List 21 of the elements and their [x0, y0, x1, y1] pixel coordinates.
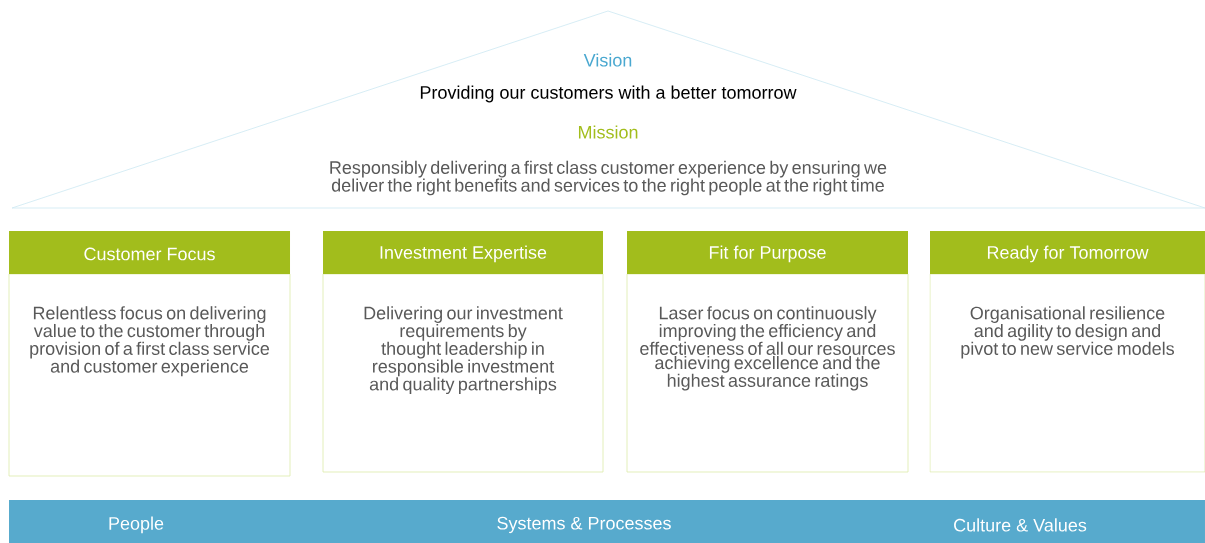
pillar-text: Relentless focus on delivering value to the customer through provision of a first class service and customer experience	[30, 306, 270, 377]
band-label: Culture & Values	[954, 518, 1087, 532]
band-label: People	[109, 516, 164, 534]
band-label: Systems & Processes	[497, 516, 671, 534]
heading: Mission	[578, 125, 638, 139]
pillar-box	[8, 231, 291, 477]
pillar-text: Organisational resilience and agility to design and pivot to new service models	[961, 306, 1174, 359]
heading: Vision	[583, 53, 632, 67]
roof-triangle	[11, 10, 1205, 209]
pillar-heading: Fit for Purpose	[709, 245, 826, 263]
pillar-heading: Ready for Tomorrow	[987, 245, 1149, 263]
pillar-text: Laser focus on continuously improving the efficiency and effectiveness of all our resources achieving excellence and the highest assurance ratings	[640, 306, 895, 391]
pillar-box	[322, 231, 604, 473]
pillar-text: Delivering our investment requirements by thought leadership in responsible investment and quality partnerships	[364, 306, 563, 395]
foundation-band	[9, 500, 1205, 543]
pillar-heading: Customer Focus	[84, 247, 215, 261]
statement: Responsibly delivering a first class customer experience by ensuring we deliver the right benefits and services to the right people at the right time	[330, 160, 887, 196]
pillar-box	[929, 231, 1205, 473]
pillar-heading: Investment Expertise	[380, 245, 547, 263]
statement: Providing our customers with a better tomorrow	[420, 85, 797, 103]
pillar-box	[626, 231, 909, 473]
